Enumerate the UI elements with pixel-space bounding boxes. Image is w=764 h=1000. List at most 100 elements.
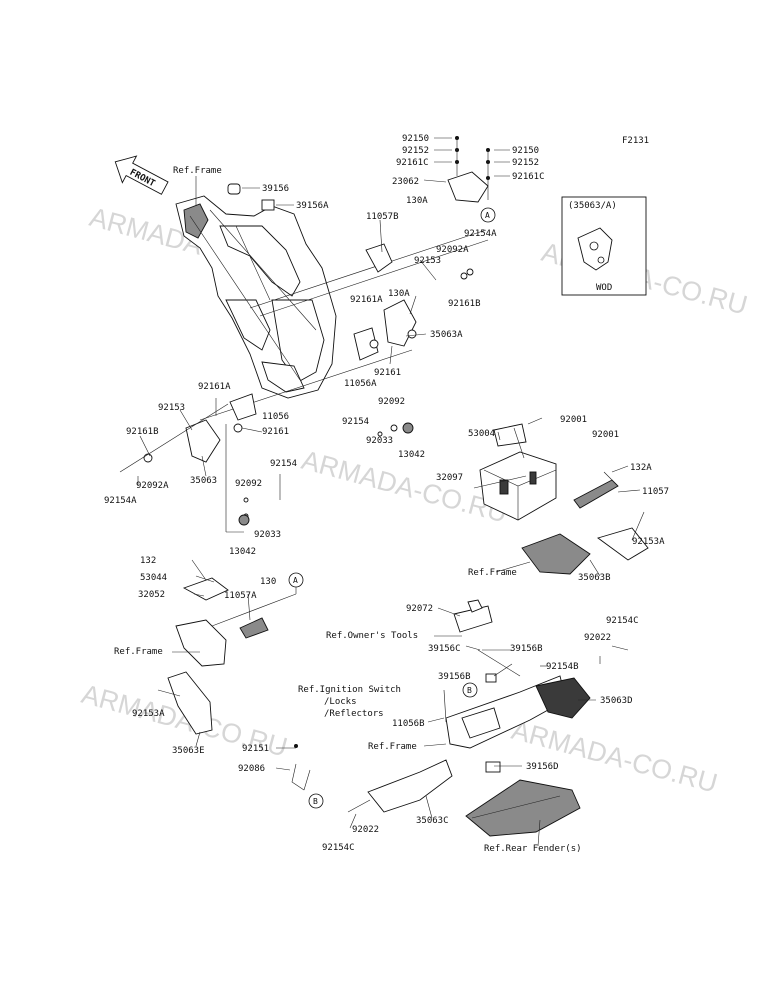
label-92152-left: 92152 xyxy=(402,146,429,156)
label-92092a-top: 92092A xyxy=(436,245,469,255)
label-92092-mid: 92092 xyxy=(378,397,405,407)
diagram-code: F2131 xyxy=(622,136,649,146)
callout-a-top-text: A xyxy=(485,211,490,220)
label-11056: 11056 xyxy=(262,412,289,422)
label-11057: 11057 xyxy=(642,487,669,497)
label-132a: 132A xyxy=(630,463,652,473)
label-39156b-mid: 39156B xyxy=(438,672,471,682)
grommet-drawing xyxy=(227,183,275,211)
label-11057b: 11057B xyxy=(366,212,399,222)
label-92154c-right: 92154C xyxy=(606,616,639,626)
label-39156c: 39156C xyxy=(428,644,461,654)
label-35063: 35063 xyxy=(190,476,217,486)
ref-frame-bottom-label: Ref.Frame xyxy=(368,742,417,752)
label-92161a-top: 92161A xyxy=(350,295,383,305)
callout-b-low: B xyxy=(308,793,324,809)
label-92161b-top: 92161B xyxy=(448,299,481,309)
label-92150-left: 92150 xyxy=(402,134,429,144)
label-39156a: 39156A xyxy=(296,201,329,211)
label-92072: 92072 xyxy=(406,604,433,614)
label-53044: 53044 xyxy=(140,573,167,583)
label-92161a-left: 92161A xyxy=(198,382,231,392)
ref-reflectors-label: /Reflectors xyxy=(324,709,384,719)
label-39156b-top: 39156B xyxy=(510,644,543,654)
label-35063e: 35063E xyxy=(172,746,205,756)
ref-frame-left-label: Ref.Frame xyxy=(114,647,163,657)
label-11056b: 11056B xyxy=(392,719,425,729)
leader-lines xyxy=(137,137,645,847)
label-92022-low: 92022 xyxy=(352,825,379,835)
bottom-cover-drawing xyxy=(367,759,581,837)
label-130a-top: 130A xyxy=(406,196,428,206)
label-92154c-low: 92154C xyxy=(322,843,355,853)
label-92153-top: 92153 xyxy=(414,256,441,266)
callout-b-mid: B xyxy=(462,682,478,698)
callout-b-low-text: B xyxy=(313,797,318,806)
part-labels: Ref.Frame 39156 39156A 92150 92152 92161… xyxy=(104,134,669,854)
label-92154a-top: 92154A xyxy=(464,229,497,239)
label-130a-mid: 130A xyxy=(388,289,410,299)
label-92161c-right: 92161C xyxy=(512,172,545,182)
ref-owners-tools-label: Ref.Owner's Tools xyxy=(326,631,418,641)
label-13042-low: 13042 xyxy=(229,547,256,557)
label-92154-mid: 92154 xyxy=(342,417,369,427)
callout-a-top: A xyxy=(480,207,496,223)
label-35063a: 35063A xyxy=(430,330,463,340)
ref-ignition-switch-label: Ref.Ignition Switch xyxy=(298,685,401,695)
inset-caption: WOD xyxy=(596,283,612,293)
inset-ref-label: (35063/A) xyxy=(568,201,617,211)
ref-frame-top-label: Ref.Frame xyxy=(173,166,222,176)
label-32052: 32052 xyxy=(138,590,165,600)
label-32097: 32097 xyxy=(436,473,463,483)
label-39156d: 39156D xyxy=(526,762,559,772)
watermarks: ARMADA-CO.RU ARMADA-CO.RU ARMADA-CO.RU A… xyxy=(78,202,750,799)
label-132: 132 xyxy=(140,556,156,566)
label-92022-right: 92022 xyxy=(584,633,611,643)
label-92153a-left: 92153A xyxy=(132,709,165,719)
label-92150-right: 92150 xyxy=(512,146,539,156)
rear-frame-lower-drawing xyxy=(445,599,591,773)
top-bracket-drawing xyxy=(447,136,490,203)
left-lower-bracket-drawing xyxy=(167,577,297,735)
label-92153a-right: 92153A xyxy=(632,537,665,547)
label-23062: 23062 xyxy=(392,177,419,187)
label-39156: 39156 xyxy=(262,184,289,194)
label-92001-b: 92001 xyxy=(592,430,619,440)
label-92161c-left: 92161C xyxy=(396,158,429,168)
label-92033-low: 92033 xyxy=(254,530,281,540)
label-92154b: 92154B xyxy=(546,662,579,672)
right-rear-bracket-drawing xyxy=(521,471,649,575)
label-92161-left: 92161 xyxy=(262,427,289,437)
front-arrow-icon: FRONT xyxy=(114,155,169,195)
label-92086: 92086 xyxy=(238,764,265,774)
callout-b-mid-text: B xyxy=(467,686,472,695)
label-11056a: 11056A xyxy=(344,379,377,389)
label-35063d: 35063D xyxy=(600,696,633,706)
label-92161b-left: 92161B xyxy=(126,427,159,437)
label-11057a: 11057A xyxy=(224,591,257,601)
label-92152-right: 92152 xyxy=(512,158,539,168)
callout-a-left-text: A xyxy=(293,576,298,585)
label-92154a-left: 92154A xyxy=(104,496,137,506)
label-92092a-left: 92092A xyxy=(136,481,169,491)
label-13042-mid: 13042 xyxy=(398,450,425,460)
mid-bracket-drawing xyxy=(353,243,474,361)
label-92161-mid: 92161 xyxy=(374,368,401,378)
inset-box: (35063/A) WOD xyxy=(561,196,647,296)
label-92092-low: 92092 xyxy=(235,479,262,489)
label-92151: 92151 xyxy=(242,744,269,754)
label-92153-left: 92153 xyxy=(158,403,185,413)
main-frame-drawing xyxy=(175,195,337,399)
left-bracket-drawing xyxy=(119,393,257,473)
wire-drawing xyxy=(291,744,311,791)
label-53004: 53004 xyxy=(468,429,495,439)
label-35063b: 35063B xyxy=(578,573,611,583)
label-92154-low: 92154 xyxy=(270,459,297,469)
label-130: 130 xyxy=(260,577,276,587)
label-92033-mid: 92033 xyxy=(366,436,393,446)
label-35063c: 35063C xyxy=(416,816,449,826)
ref-frame-right-label: Ref.Frame xyxy=(468,568,517,578)
callout-a-left: A xyxy=(288,572,304,588)
spacer-drawing xyxy=(225,422,414,533)
